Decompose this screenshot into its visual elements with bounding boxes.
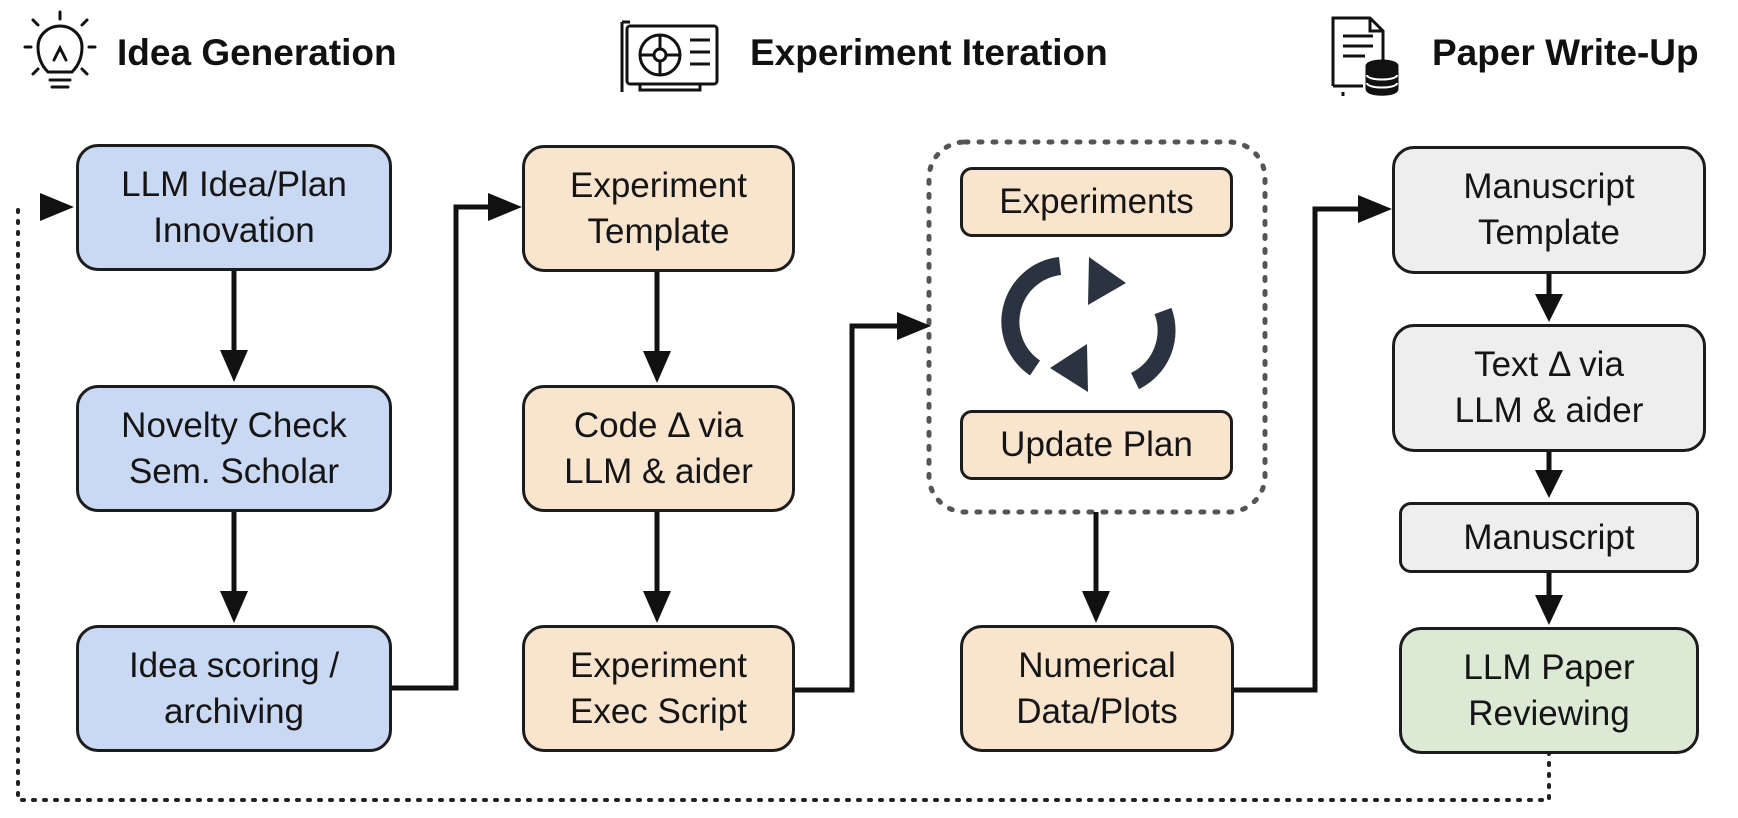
- refresh-arrowhead-top: [1088, 257, 1126, 305]
- code-delta-label: Code Δ via LLM & aider: [564, 405, 753, 491]
- feedback-arrowhead: [40, 193, 74, 221]
- experiment-exec-script-box: Experiment Exec Script: [522, 625, 795, 752]
- refresh-cycle-icon: [1001, 257, 1176, 390]
- llm-paper-reviewing-box: LLM Paper Reviewing: [1399, 627, 1699, 754]
- gpu-card-icon: [620, 20, 719, 92]
- feedback-loop-line: [16, 205, 1551, 802]
- idea-scoring-box: Idea scoring / archiving: [76, 625, 392, 752]
- text-delta-box: Text Δ via LLM & aider: [1392, 324, 1706, 452]
- manuscript-template-label: Manuscript Template: [1463, 167, 1635, 252]
- llm-idea-plan-box: LLM Idea/Plan Innovation: [76, 144, 392, 271]
- manuscript-box: Manuscript: [1399, 502, 1699, 573]
- manuscript-label: Manuscript: [1463, 517, 1635, 557]
- numerical-data-box: Numerical Data/Plots: [960, 625, 1234, 752]
- experiment-template-label: Experiment Template: [569, 165, 748, 251]
- lightbulb-icon: [23, 10, 97, 89]
- header-paper-write-up: Paper Write-Up: [1432, 32, 1699, 73]
- llm-idea-plan-label: LLM Idea/Plan Innovation: [121, 164, 347, 250]
- document-database-icon: [1331, 16, 1399, 96]
- numerical-data-label: Numerical Data/Plots: [1016, 645, 1178, 731]
- manuscript-template-box: Manuscript Template: [1392, 146, 1706, 274]
- idea-scoring-label: Idea scoring / archiving: [128, 645, 340, 731]
- experiments-box: Experiments: [960, 167, 1233, 237]
- connector-exec-to-loop: [795, 323, 900, 693]
- header-idea-generation: Idea Generation: [117, 32, 397, 73]
- connector-numerical-to-mstemplate: [1234, 206, 1360, 693]
- experiment-exec-script-label: Experiment Exec Script: [569, 645, 748, 731]
- refresh-arrowhead-bottom: [1050, 344, 1088, 392]
- text-delta-label: Text Δ via LLM & aider: [1454, 345, 1644, 430]
- code-delta-box: Code Δ via LLM & aider: [522, 385, 795, 512]
- experiment-template-box: Experiment Template: [522, 145, 795, 272]
- connector-scoring-to-template: [392, 204, 490, 691]
- novelty-check-box: Novelty Check Sem. Scholar: [76, 385, 392, 512]
- update-plan-box: Update Plan: [960, 410, 1233, 480]
- header-experiment-iteration: Experiment Iteration: [750, 32, 1108, 73]
- update-plan-label: Update Plan: [1000, 425, 1193, 464]
- novelty-check-label: Novelty Check Sem. Scholar: [121, 405, 347, 491]
- experiments-label: Experiments: [999, 182, 1194, 221]
- llm-paper-reviewing-label: LLM Paper Reviewing: [1463, 647, 1635, 733]
